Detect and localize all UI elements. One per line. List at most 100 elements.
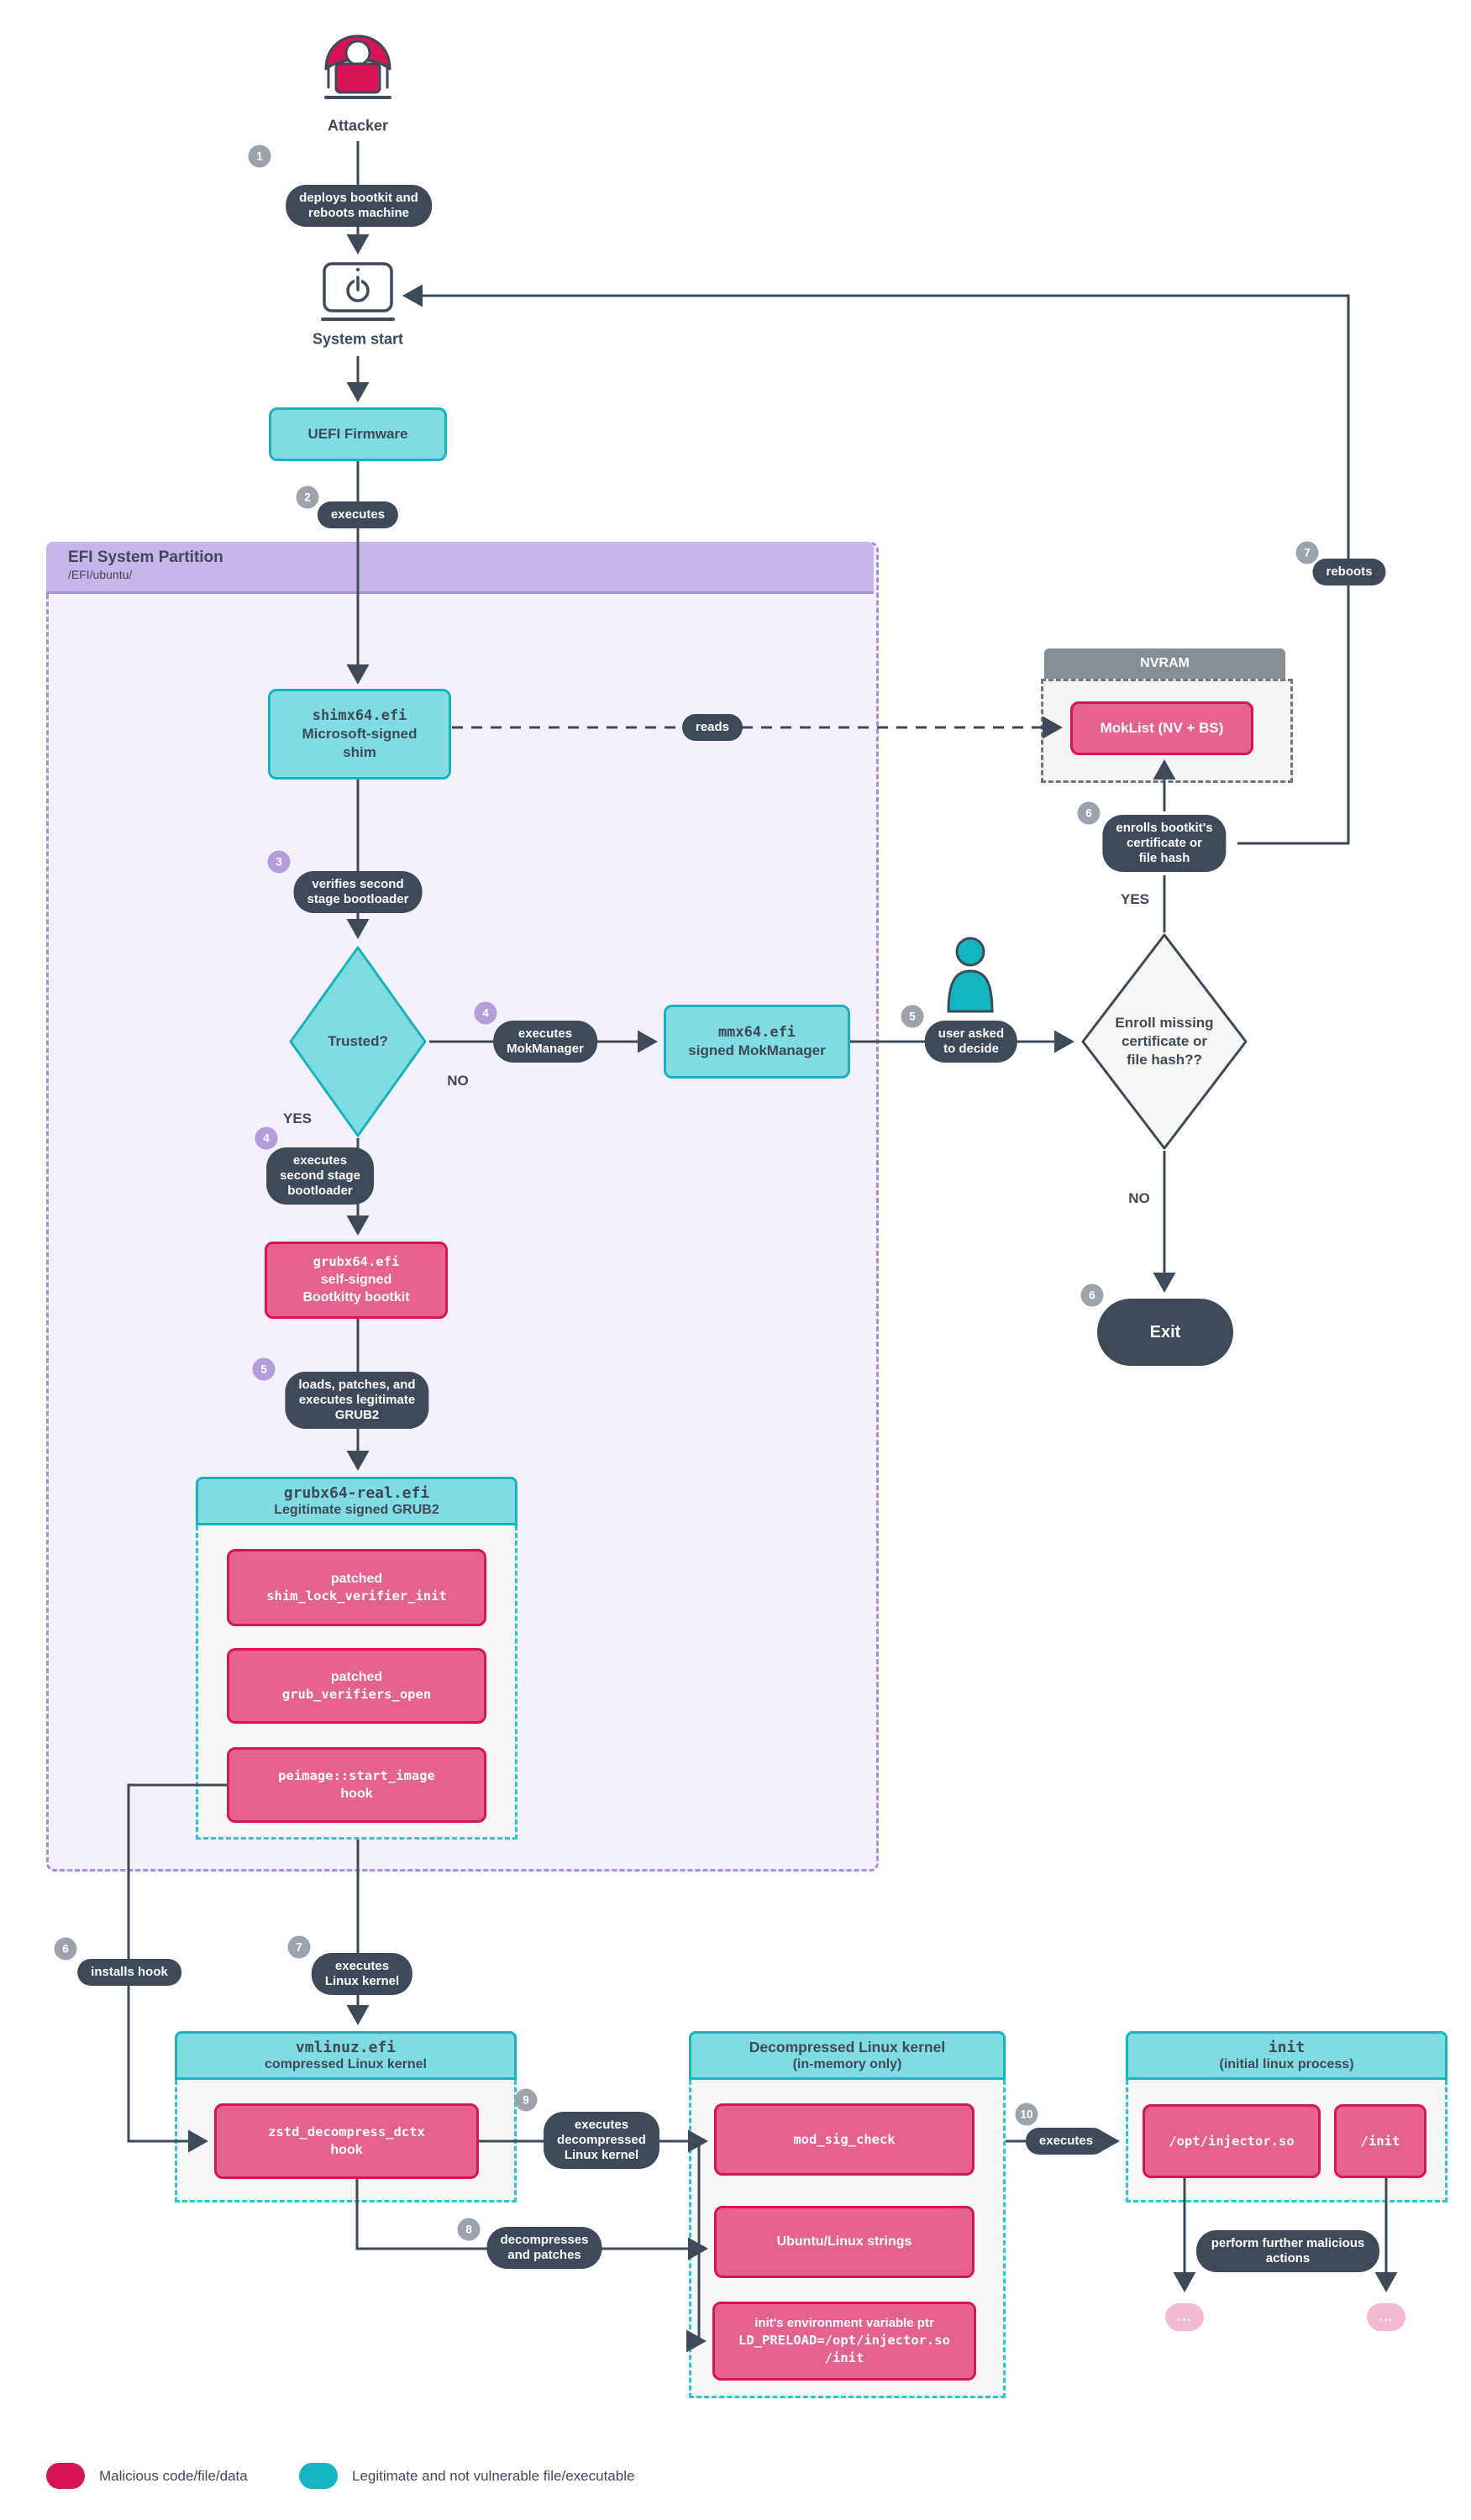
moklist-node: MokList (NV + BS) bbox=[1070, 701, 1253, 755]
step8-badge: 8 bbox=[457, 2218, 481, 2241]
mokmanager-node: mmx64.efi signed MokManager bbox=[664, 1005, 850, 1079]
grub-real-filename: grubx64-real.efi bbox=[283, 1483, 430, 1502]
step5-user-pill: user asked to decide bbox=[924, 1021, 1018, 1063]
peimage-hook-node: peimage::start_image hook bbox=[227, 1747, 486, 1823]
vmlinuz-desc: compressed Linux kernel bbox=[265, 2057, 427, 2072]
step3-badge: 3 bbox=[267, 850, 291, 874]
mod-sig-check-label: mod_sig_check bbox=[793, 2131, 896, 2147]
step1-pill: deploys bootkit and reboots machine bbox=[286, 185, 432, 227]
patched-shim-lock-node: patched shim_lock_verifier_init bbox=[227, 1549, 486, 1626]
grub-real-header: grubx64-real.efi Legitimate signed GRUB2 bbox=[196, 1477, 517, 1525]
step6-enroll-pill: enrolls bootkit's certificate or file ha… bbox=[1102, 815, 1227, 872]
step5-user-badge: 5 bbox=[901, 1005, 924, 1028]
zstd-hook-symbol: zstd_decompress_dctx bbox=[268, 2124, 425, 2139]
further-actions-right: ... bbox=[1367, 2303, 1405, 2331]
bootkitty-filename: grubx64.efi bbox=[313, 1253, 400, 1269]
step2-badge: 2 bbox=[296, 486, 319, 509]
zstd-hook-node: zstd_decompress_dctx hook bbox=[214, 2103, 479, 2179]
trusted-decision-label: Trusted? bbox=[328, 1032, 388, 1049]
patch3-suffix: hook bbox=[340, 1786, 373, 1801]
init-env-line2: LD_PRELOAD=/opt/injector.so bbox=[738, 2333, 950, 2349]
bootkitty-node: grubx64.efi self-signed Bootkitty bootki… bbox=[265, 1242, 448, 1319]
enroll-decision: Enroll missing certificate or file hash?… bbox=[1080, 932, 1248, 1151]
step4-mokmanager-pill: executes MokManager bbox=[493, 1021, 597, 1063]
exit-node: Exit bbox=[1097, 1299, 1233, 1366]
efi-partition-title: EFI System Partition bbox=[68, 549, 223, 566]
efi-system-partition-header: EFI System Partition /EFI/ubuntu/ bbox=[46, 542, 874, 594]
init-binary-path: /init bbox=[1360, 2133, 1400, 2149]
system-start-icon bbox=[320, 260, 396, 328]
step3-pill: verifies second stage bootloader bbox=[293, 871, 423, 913]
ellipsis-label: ... bbox=[1379, 2309, 1394, 2324]
step6-enroll-badge: 6 bbox=[1077, 801, 1101, 825]
step4-bootloader-pill: executes second stage bootloader bbox=[266, 1147, 374, 1205]
legend-malicious-label: Malicious code/file/data bbox=[99, 2468, 248, 2484]
step6-exit-badge: 6 bbox=[1080, 1284, 1104, 1307]
trusted-decision: Trusted? bbox=[288, 945, 428, 1138]
step7-kernel-pill: executes Linux kernel bbox=[311, 1953, 413, 1995]
step10-pill: executes bbox=[1025, 2128, 1107, 2155]
further-actions-left: ... bbox=[1165, 2303, 1204, 2331]
patched-grub-verifiers-node: patched grub_verifiers_open bbox=[227, 1648, 486, 1724]
init-env-line3: /init bbox=[824, 2350, 864, 2366]
moklist-label: MokList (NV + BS) bbox=[1100, 719, 1224, 736]
efi-partition-path: /EFI/ubuntu/ bbox=[68, 568, 133, 581]
nvram-title: NVRAM bbox=[1140, 656, 1190, 670]
vmlinuz-header: vmlinuz.efi compressed Linux kernel bbox=[175, 2031, 517, 2080]
attacker-icon bbox=[314, 13, 402, 108]
bootkitty-desc: self-signed Bootkitty bootkit bbox=[302, 1272, 410, 1305]
nvram-header: NVRAM bbox=[1044, 648, 1285, 679]
mokmanager-desc: signed MokManager bbox=[688, 1042, 826, 1058]
init-env-line1: init's environment variable ptr bbox=[754, 2315, 934, 2330]
uefi-firmware-label: UEFI Firmware bbox=[307, 425, 408, 442]
step9-badge: 9 bbox=[514, 2088, 538, 2112]
legend-malicious-swatch bbox=[46, 2463, 85, 2489]
injector-node: /opt/injector.so bbox=[1143, 2104, 1321, 2178]
step7-reboot-badge: 7 bbox=[1295, 541, 1319, 564]
patch1-prefix: patched bbox=[330, 1571, 383, 1586]
shim-node: shimx64.efi Microsoft-signed shim bbox=[268, 689, 451, 780]
decompressed-title: Decompressed Linux kernel bbox=[749, 2038, 946, 2055]
grub-real-desc: Legitimate signed GRUB2 bbox=[274, 1503, 439, 1518]
injector-path: /opt/injector.so bbox=[1169, 2133, 1295, 2149]
trusted-yes-label: YES bbox=[282, 1110, 313, 1126]
init-env-node: init's environment variable ptr LD_PRELO… bbox=[712, 2302, 976, 2381]
enroll-no-label: NO bbox=[1128, 1190, 1150, 1206]
init-binary-node: /init bbox=[1334, 2104, 1426, 2178]
step4-no-badge: 4 bbox=[474, 1001, 497, 1025]
patch1-symbol: shim_lock_verifier_init bbox=[266, 1588, 447, 1604]
decompressed-subtitle: (in-memory only) bbox=[792, 2056, 902, 2071]
step9-pill: executes decompressed Linux kernel bbox=[544, 2112, 659, 2169]
attacker-label: Attacker bbox=[327, 117, 389, 134]
shim-filename: shimx64.efi bbox=[312, 706, 407, 724]
step7-kernel-badge: 7 bbox=[287, 1935, 311, 1959]
system-start-label: System start bbox=[312, 330, 404, 348]
init-process-name: init bbox=[1268, 2038, 1306, 2056]
patch2-symbol: grub_verifiers_open bbox=[281, 1687, 432, 1703]
reads-pill: reads bbox=[681, 714, 743, 741]
step6-installs-hook-pill: installs hook bbox=[77, 1959, 181, 1986]
decompressed-kernel-header: Decompressed Linux kernel (in-memory onl… bbox=[689, 2031, 1006, 2080]
step10-badge: 10 bbox=[1015, 2103, 1038, 2126]
step4-yes-badge: 4 bbox=[255, 1126, 278, 1150]
enroll-decision-label: Enroll missing certificate or file hash?… bbox=[1115, 1014, 1214, 1068]
zstd-hook-suffix: hook bbox=[330, 2142, 363, 2157]
legend-legitimate-label: Legitimate and not vulnerable file/execu… bbox=[352, 2468, 635, 2484]
uefi-firmware-node: UEFI Firmware bbox=[269, 407, 447, 461]
step7-reboots-pill: reboots bbox=[1312, 559, 1386, 585]
init-process-header: init (initial linux process) bbox=[1126, 2031, 1447, 2080]
step5-grub-badge: 5 bbox=[252, 1357, 276, 1381]
legend-legitimate-swatch bbox=[299, 2463, 338, 2489]
init-process-desc: (initial linux process) bbox=[1219, 2057, 1354, 2072]
mokmanager-filename: mmx64.efi bbox=[717, 1023, 796, 1041]
ellipsis-label: ... bbox=[1177, 2309, 1192, 2324]
exit-label: Exit bbox=[1149, 1322, 1181, 1341]
ubuntu-strings-node: Ubuntu/Linux strings bbox=[714, 2206, 975, 2278]
user-icon bbox=[943, 936, 998, 1013]
enroll-yes-label: YES bbox=[1120, 891, 1150, 907]
vmlinuz-filename: vmlinuz.efi bbox=[295, 2038, 397, 2056]
mod-sig-check-node: mod_sig_check bbox=[714, 2103, 975, 2176]
shim-desc: Microsoft-signed shim bbox=[302, 725, 418, 761]
patch3-symbol: peimage::start_image bbox=[278, 1767, 435, 1783]
